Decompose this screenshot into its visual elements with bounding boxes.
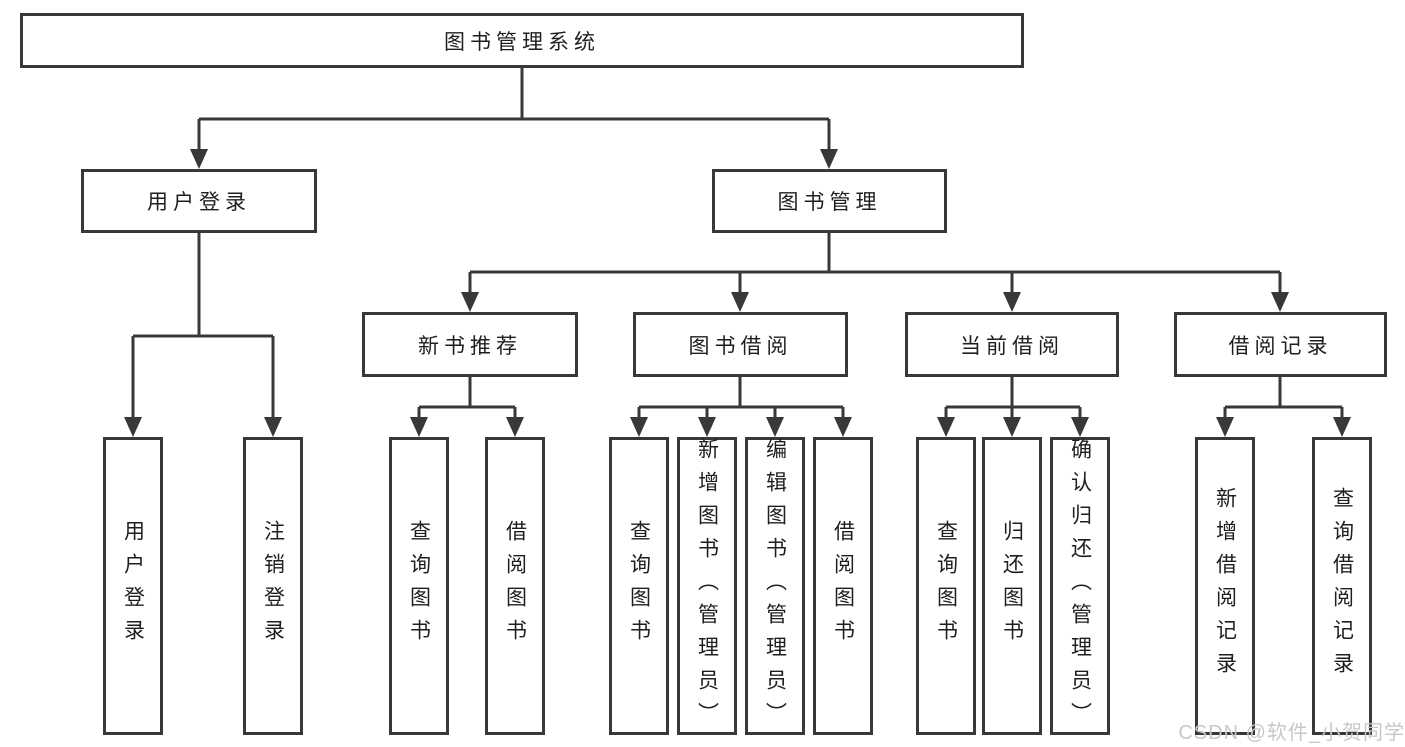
node-current-borrow: 当前借阅 bbox=[905, 312, 1119, 377]
leaf-current-query: 查询图书 bbox=[916, 437, 976, 735]
node-new-book-recommend: 新书推荐 bbox=[362, 312, 578, 377]
leaf-current-confirm-admin: 确认归还（管理员） bbox=[1050, 437, 1110, 735]
leaf-borrow-add-admin: 新增图书（管理员） bbox=[677, 437, 737, 735]
leaf-logout: 注销登录 bbox=[243, 437, 303, 735]
node-user-login: 用户登录 bbox=[81, 169, 317, 233]
node-book-borrow: 图书借阅 bbox=[633, 312, 848, 377]
leaf-borrow-edit-admin: 编辑图书（管理员） bbox=[745, 437, 805, 735]
leaf-user-login: 用户登录 bbox=[103, 437, 163, 735]
leaf-newbook-borrow: 借阅图书 bbox=[485, 437, 545, 735]
node-book-management: 图书管理 bbox=[712, 169, 947, 233]
leaf-borrow-query: 查询图书 bbox=[609, 437, 669, 735]
node-borrow-record: 借阅记录 bbox=[1174, 312, 1387, 377]
leaf-borrow-book: 借阅图书 bbox=[813, 437, 873, 735]
leaf-newbook-query: 查询图书 bbox=[389, 437, 449, 735]
leaf-record-query: 查询借阅记录 bbox=[1312, 437, 1372, 735]
watermark: CSDN @软件_小贺同学 bbox=[1178, 722, 1405, 744]
node-root: 图书管理系统 bbox=[20, 13, 1024, 68]
leaf-record-add: 新增借阅记录 bbox=[1195, 437, 1255, 735]
leaf-current-return: 归还图书 bbox=[982, 437, 1042, 735]
